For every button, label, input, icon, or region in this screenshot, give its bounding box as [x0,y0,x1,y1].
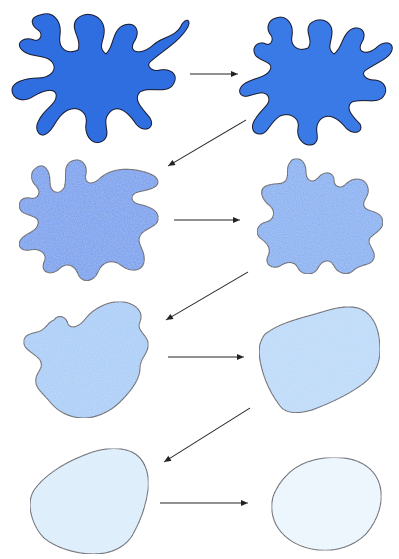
arrow-4-to-5 [166,272,248,320]
stage-6-shape [259,307,380,413]
stage-8-shape [272,458,382,551]
stage-4-shape [257,159,383,274]
stage-7-shape [30,449,148,554]
stage-2-shape [240,17,393,145]
stage-1-shape [12,14,189,143]
arrow-6-to-7 [164,408,250,462]
stage-5-shape [24,302,148,418]
stage-3-shape [19,160,158,281]
arrow-2-to-3 [168,120,246,166]
